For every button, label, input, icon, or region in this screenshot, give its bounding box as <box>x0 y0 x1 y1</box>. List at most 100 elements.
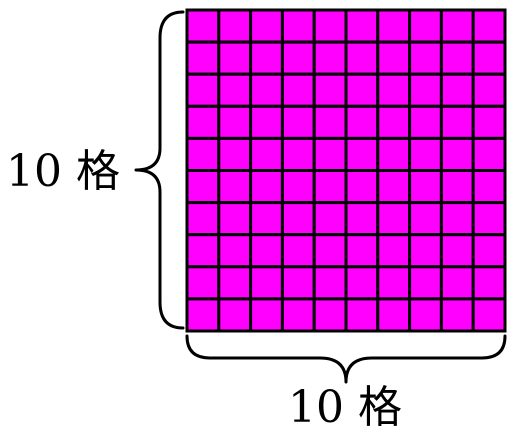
grid-cell <box>249 72 284 108</box>
grid-cell <box>249 169 284 205</box>
grid-cell <box>408 169 443 205</box>
grid-cell <box>217 40 253 76</box>
grid-cell <box>249 136 284 172</box>
grid-cell <box>471 72 507 108</box>
grid-cell <box>280 265 316 301</box>
grid-cell <box>280 72 316 108</box>
grid-cell <box>312 233 348 269</box>
grid-cell <box>439 104 475 140</box>
grid-cell <box>408 201 443 237</box>
grid-cell <box>344 233 380 269</box>
grid-cell <box>408 104 443 140</box>
grid-cell <box>376 40 412 76</box>
grid-cell <box>185 265 221 301</box>
grid-cell <box>185 136 221 172</box>
grid-cell <box>471 104 507 140</box>
grid-cell <box>344 40 380 76</box>
grid-cell <box>185 40 221 76</box>
grid-cell <box>217 136 253 172</box>
grid-cell <box>185 72 221 108</box>
grid-cell <box>312 72 348 108</box>
grid-cell <box>217 297 253 333</box>
grid-cell <box>439 136 475 172</box>
grid-cell <box>185 297 221 333</box>
grid-cell <box>439 72 475 108</box>
grid-cell <box>217 201 253 237</box>
grid-cell <box>439 201 475 237</box>
grid-cell <box>408 40 443 76</box>
grid-cell <box>280 8 316 44</box>
grid-cell <box>185 8 221 44</box>
grid-cell <box>249 233 284 269</box>
grid-cell <box>312 201 348 237</box>
grid-cell <box>471 297 507 333</box>
grid-cell <box>185 201 221 237</box>
grid-cell <box>376 72 412 108</box>
grid-cell <box>312 265 348 301</box>
grid-cell <box>217 72 253 108</box>
grid-cell <box>344 72 380 108</box>
bottom-curly-brace <box>185 334 507 384</box>
grid-cell <box>217 265 253 301</box>
grid-cell <box>471 233 507 269</box>
grid-cell <box>439 8 475 44</box>
grid-cell <box>280 40 316 76</box>
grid-cell <box>376 201 412 237</box>
grid-cell <box>471 40 507 76</box>
grid-cell <box>471 201 507 237</box>
grid-cell <box>439 40 475 76</box>
grid-cell <box>439 233 475 269</box>
grid-cell <box>471 169 507 205</box>
grid-cell <box>280 136 316 172</box>
grid-cell <box>280 201 316 237</box>
grid-cell <box>312 169 348 205</box>
grid-cell <box>185 104 221 140</box>
grid-cell <box>280 169 316 205</box>
grid-cell <box>344 104 380 140</box>
grid-cell <box>280 297 316 333</box>
grid-cell <box>312 40 348 76</box>
grid-cell <box>408 8 443 44</box>
grid-cell <box>376 233 412 269</box>
grid-cell <box>376 297 412 333</box>
grid-cell <box>344 201 380 237</box>
grid-cell <box>408 265 443 301</box>
grid-cell <box>408 72 443 108</box>
grid-cell <box>217 233 253 269</box>
grid-cell <box>280 233 316 269</box>
grid-cell <box>376 8 412 44</box>
grid-cell <box>312 104 348 140</box>
grid-cell <box>280 104 316 140</box>
hundred-square-grid <box>185 8 507 333</box>
grid-cell <box>312 297 348 333</box>
grid-cell <box>344 169 380 205</box>
grid-cell <box>471 265 507 301</box>
grid-cell <box>376 104 412 140</box>
grid-cell <box>249 201 284 237</box>
grid-cell <box>439 297 475 333</box>
grid-cell <box>185 169 221 205</box>
grid-cell <box>249 297 284 333</box>
grid-cell <box>249 104 284 140</box>
grid-cell <box>217 104 253 140</box>
grid-cell <box>471 136 507 172</box>
grid-cell <box>344 265 380 301</box>
grid-cell <box>217 169 253 205</box>
grid-cell <box>344 297 380 333</box>
bottom-dimension-label: 10 格 <box>288 382 402 433</box>
grid-cell <box>249 265 284 301</box>
grid-cell <box>471 8 507 44</box>
grid-cell <box>439 169 475 205</box>
grid-cell <box>376 169 412 205</box>
grid-cell <box>217 8 253 44</box>
grid-cell <box>376 265 412 301</box>
grid-cell <box>408 297 443 333</box>
grid-cell <box>408 136 443 172</box>
grid-cell <box>439 265 475 301</box>
grid-cell <box>185 233 221 269</box>
grid-cell <box>312 136 348 172</box>
grid-cell <box>376 136 412 172</box>
grid-cell <box>249 8 284 44</box>
grid-cell <box>408 233 443 269</box>
